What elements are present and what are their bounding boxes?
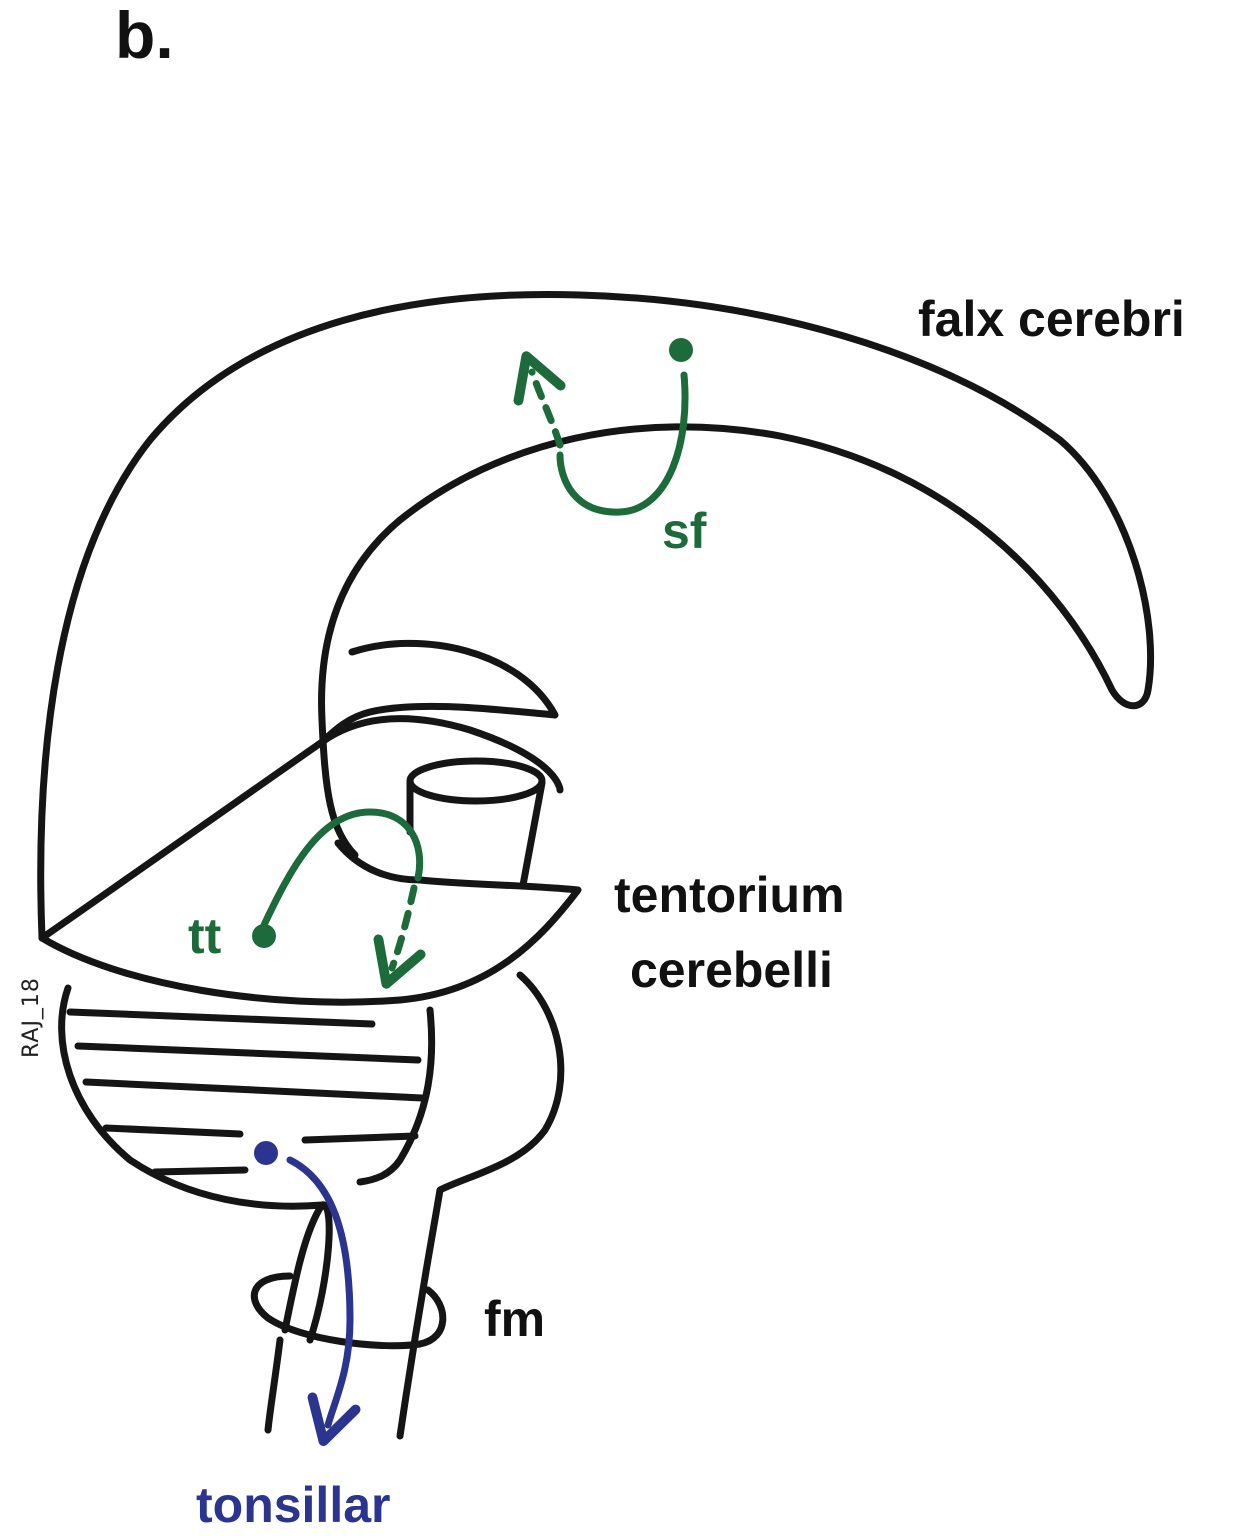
cerebellum-inner	[356, 1006, 436, 1186]
medulla-left	[264, 1336, 284, 1434]
falx-cerebri-label: falx cerebri	[918, 291, 1185, 347]
sf-label: sf	[662, 503, 707, 559]
fm-label: fm	[484, 1291, 545, 1347]
folia-line-5	[301, 1132, 419, 1144]
artist-signature: RAJ_18	[19, 977, 44, 1058]
tentorium-label-line2: cerebelli	[630, 942, 833, 998]
tentorium-upper-leaf	[318, 639, 559, 746]
folia-line-3	[82, 1078, 426, 1102]
tt-label: tt	[188, 908, 222, 964]
tt-origin-dot	[252, 924, 276, 948]
cerebellum-outline	[58, 984, 333, 1344]
midbrain-right	[519, 779, 546, 889]
tt-arrow-dashed	[373, 884, 426, 989]
folia-line-6	[151, 1166, 249, 1176]
foramen-magnum-ring	[250, 1272, 447, 1350]
falx-cerebri-outer	[37, 291, 1154, 942]
midbrain-top	[406, 757, 546, 805]
tt-arrow-solid	[260, 808, 424, 929]
sf-arrow-solid	[556, 371, 689, 516]
folia-line-4	[102, 1124, 244, 1138]
folia-line-2	[74, 1042, 422, 1064]
brainstem-right	[396, 971, 565, 1440]
panel-label: b.	[115, 0, 174, 72]
sf-arrow-dashed	[513, 351, 566, 449]
sf-origin-dot	[669, 338, 693, 362]
folia-line-1	[66, 1008, 376, 1028]
tonsillar-arrow	[286, 1156, 361, 1447]
tentorium-label-line1: tentorium	[614, 867, 845, 923]
tonsillar-label: tonsillar	[196, 1477, 390, 1533]
tonsillar-origin-dot	[254, 1141, 278, 1165]
